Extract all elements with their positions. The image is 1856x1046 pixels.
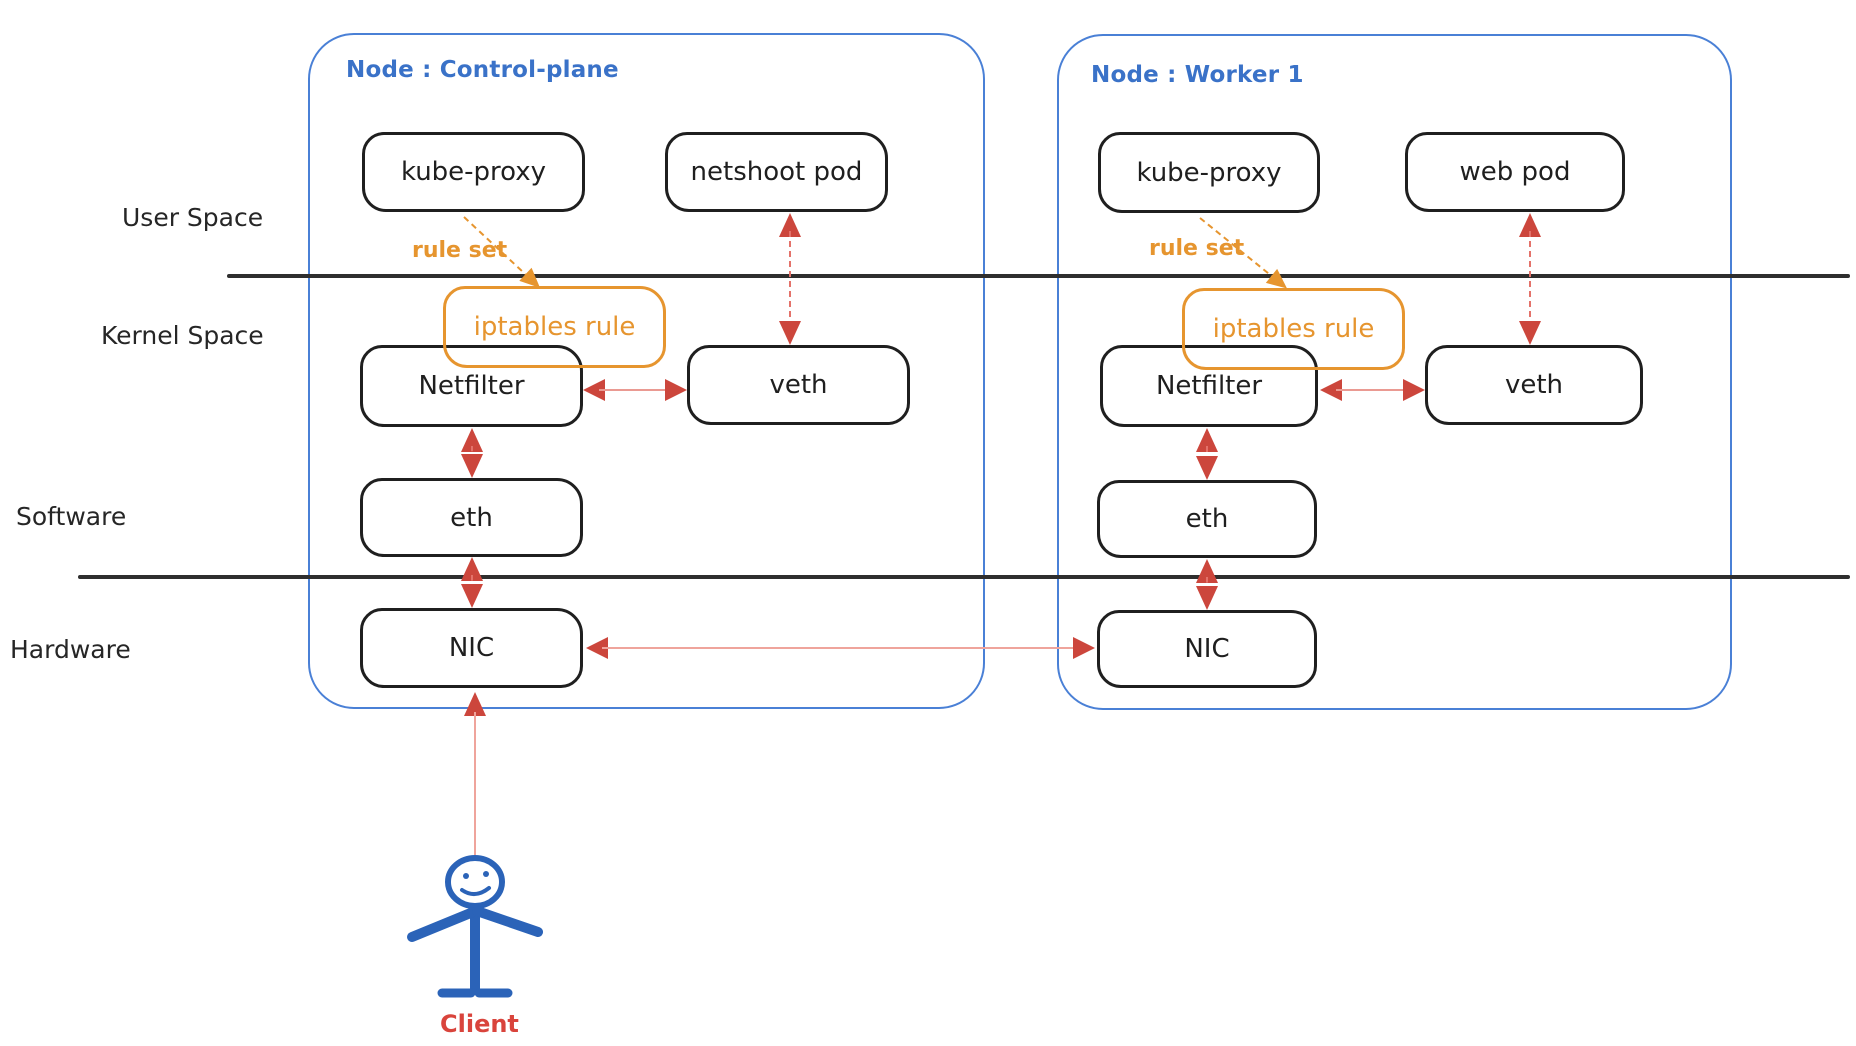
label-software: Software <box>16 502 127 531</box>
box-cp-netshoot-pod: netshoot pod <box>665 132 888 212</box>
box-cp-eth: eth <box>360 478 583 557</box>
node-control-plane-title: Node : Control-plane <box>346 57 619 83</box>
arrow-shaft <box>1529 231 1531 327</box>
arrowhead-down-icon <box>461 584 483 608</box>
divider-software-hardware <box>78 575 1850 579</box>
arrowhead-up-icon <box>1519 213 1541 237</box>
arrow-cp-netshoot-pod-veth <box>777 213 803 345</box>
box-w1-iptables-rule: iptables rule <box>1182 288 1405 370</box>
box-cp-kube-proxy: kube-proxy <box>362 132 585 212</box>
arrowhead-right-icon <box>665 379 687 401</box>
label-user-space: User Space <box>122 203 264 232</box>
node-worker-1-title: Node : Worker 1 <box>1091 62 1304 88</box>
arrow-w1-eth-nic <box>1194 559 1220 610</box>
arrowhead-down-icon <box>1196 456 1218 480</box>
box-cp-nic: NIC <box>360 608 583 688</box>
arrowhead-left-icon <box>1320 379 1342 401</box>
arrow-shaft <box>602 647 1079 649</box>
arrowhead-left-icon <box>586 637 608 659</box>
box-w1-veth: veth <box>1425 345 1643 425</box>
arrow-shaft <box>1206 577 1208 592</box>
arrowhead-up-icon <box>1196 559 1218 583</box>
arrow-shaft <box>471 575 473 590</box>
arrowhead-down-icon <box>461 454 483 478</box>
arrow-shaft <box>1336 389 1409 391</box>
arrowhead-right-icon <box>1403 379 1425 401</box>
box-cp-iptables-rule: iptables rule <box>443 286 666 368</box>
arrow-w1-web-pod-veth <box>1517 213 1543 345</box>
client-person-icon <box>407 855 543 998</box>
arrowhead-down-icon <box>779 321 801 345</box>
label-hardware: Hardware <box>10 635 131 664</box>
box-w1-netfilter: Netfilter <box>1100 345 1318 427</box>
box-w1-kube-proxy: kube-proxy <box>1098 132 1320 213</box>
arrow-cp-netfilter-eth <box>459 428 485 478</box>
arrowhead-up-icon <box>1196 428 1218 452</box>
arrow-shaft <box>471 446 473 460</box>
box-w1-web-pod: web pod <box>1405 132 1625 212</box>
arrow-w1-netfilter-eth <box>1194 428 1220 480</box>
arrow-shaft <box>599 389 671 391</box>
arrowhead-up-icon <box>779 213 801 237</box>
arrowhead-down-icon <box>1519 321 1541 345</box>
box-cp-netfilter: Netfilter <box>360 345 583 427</box>
arrow-w1-netfilter-veth <box>1320 377 1425 403</box>
box-cp-veth: veth <box>687 345 910 425</box>
arrow-nic-to-nic <box>586 635 1095 661</box>
label-kernel-space: Kernel Space <box>101 321 264 350</box>
arrow-client-to-nic <box>462 692 488 855</box>
label-w1-rule-set: rule set <box>1149 236 1245 261</box>
arrow-shaft <box>789 231 791 327</box>
box-w1-nic: NIC <box>1097 610 1317 688</box>
box-w1-eth: eth <box>1097 480 1317 558</box>
arrowhead-left-icon <box>583 379 605 401</box>
arrowhead-up-icon <box>461 428 483 452</box>
arrowhead-down-icon <box>1196 586 1218 610</box>
client-label: Client <box>440 1010 519 1038</box>
node-control-plane: Node : Control-plane <box>308 33 985 709</box>
arrow-shaft <box>1206 446 1208 462</box>
arrowhead-up-icon <box>464 692 486 716</box>
arrowhead-right-icon <box>1073 637 1095 659</box>
arrowhead-up-icon <box>461 557 483 581</box>
divider-user-kernel-space <box>227 274 1850 278</box>
arrow-cp-eth-nic <box>459 557 485 608</box>
node-worker-1: Node : Worker 1 <box>1057 34 1732 710</box>
arrow-cp-netfilter-veth <box>583 377 687 403</box>
arrow-shaft <box>474 712 476 855</box>
